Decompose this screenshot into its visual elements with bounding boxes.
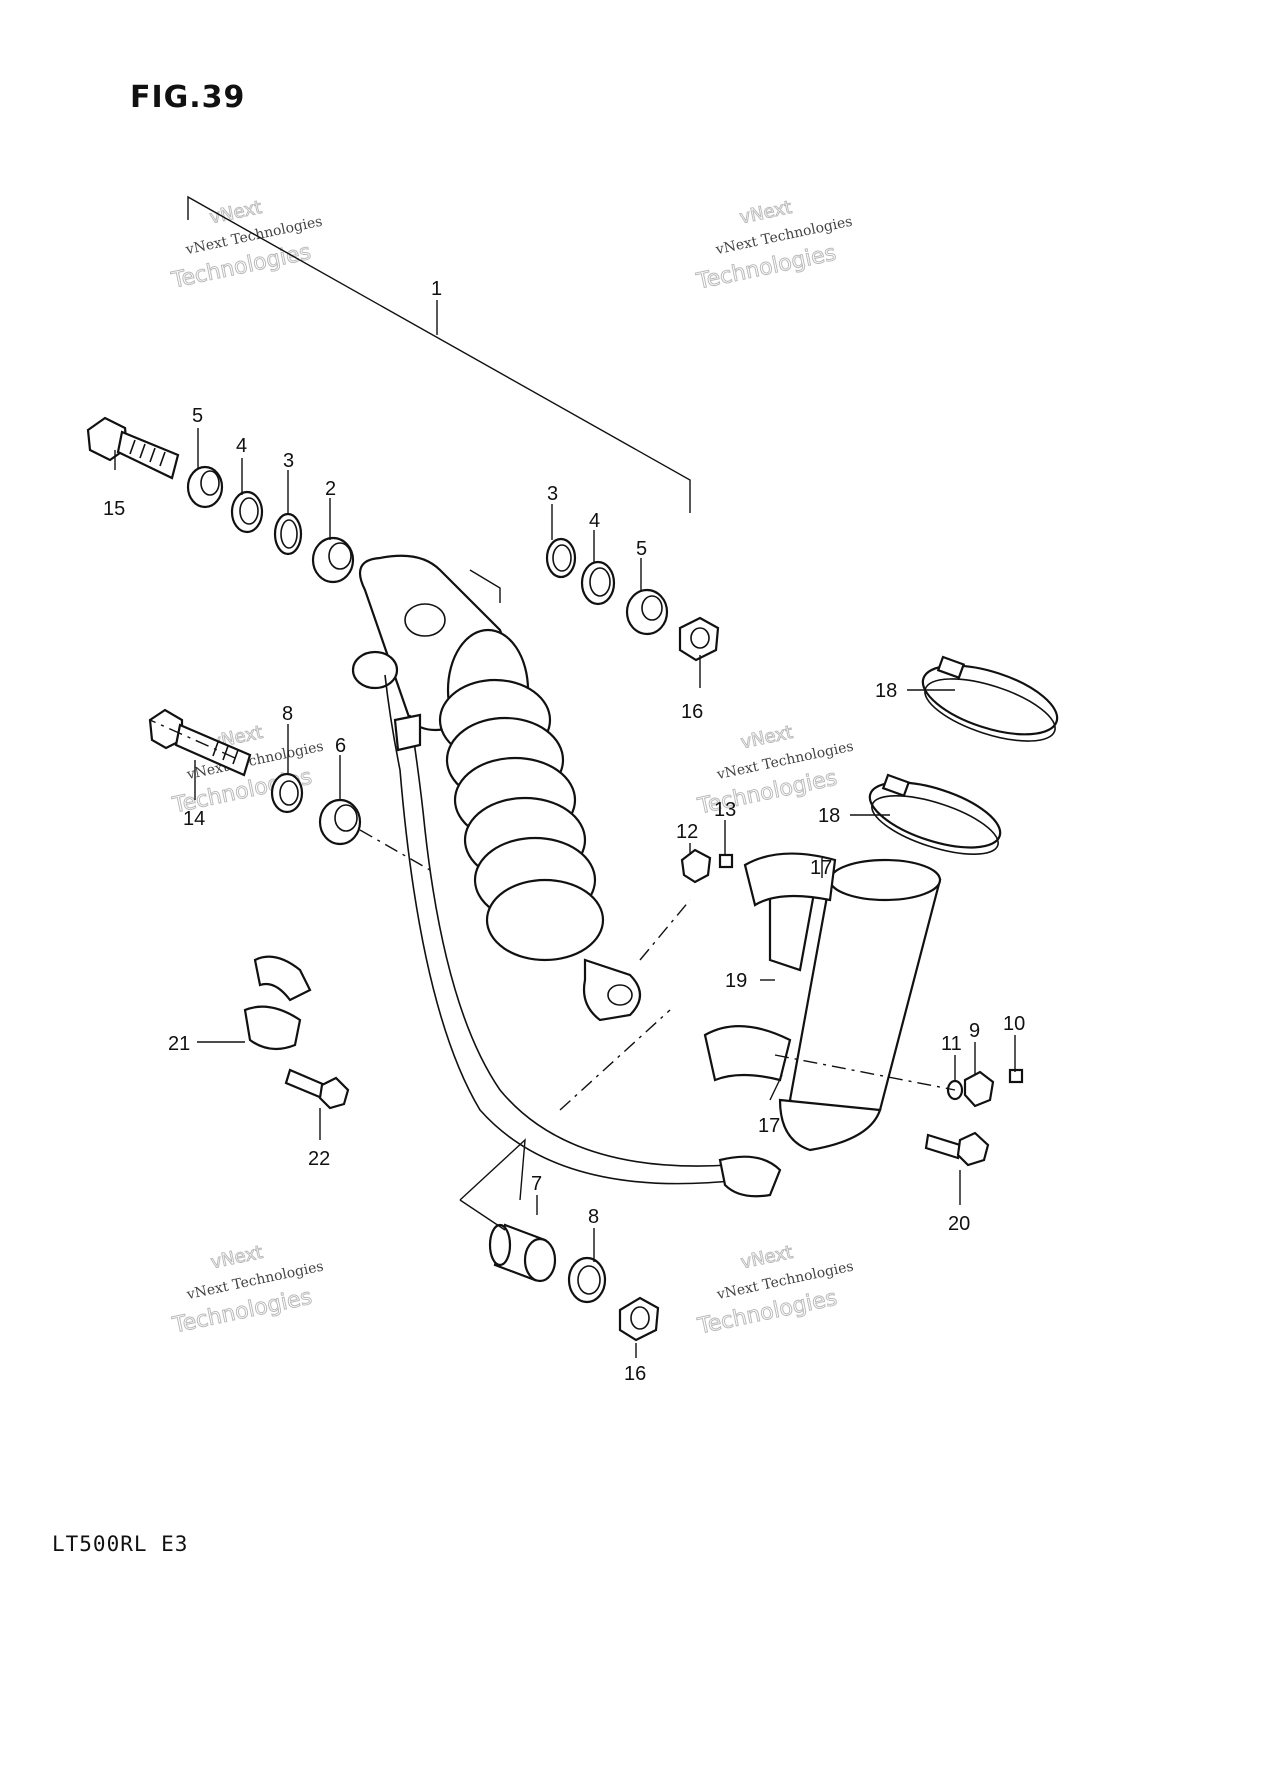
callout-3a: 3 [283, 450, 294, 472]
shock-absorber-1 [351, 554, 642, 1022]
svg-text:vNext: vNext [738, 197, 794, 228]
reservoir-19 [703, 852, 942, 1152]
nut-12 [680, 848, 712, 884]
callout-6: 6 [335, 735, 346, 757]
spacer-7 [488, 1223, 557, 1283]
reservoir-hose [384, 674, 782, 1198]
callout-8a: 8 [282, 703, 293, 725]
callout-3b: 3 [547, 483, 558, 505]
callout-1: 1 [431, 278, 442, 300]
callout-14: 14 [183, 808, 205, 830]
watermark-mid-right: vNext vNext Technologies Technologies [694, 721, 855, 820]
callout-2: 2 [325, 478, 336, 500]
callout-13: 13 [714, 799, 736, 821]
callout-18a: 18 [875, 680, 897, 702]
callout-7: 7 [531, 1173, 542, 1195]
bearing-6 [318, 798, 362, 846]
hose-clamp-18b [868, 773, 1002, 856]
oil-seal-4a [230, 490, 264, 534]
svg-text:vNext: vNext [209, 1242, 265, 1273]
hose-clamp-18a [921, 655, 1059, 742]
watermark-bottom-right: vNext vNext Technologies Technologies [694, 1241, 855, 1340]
bolt-22 [284, 1068, 350, 1110]
callout-12: 12 [676, 821, 698, 843]
callout-labels: 1 5 4 3 2 15 3 4 5 16 8 6 14 12 13 17 18… [103, 278, 1025, 1385]
svg-text:vNext: vNext [739, 722, 795, 753]
nut-16b [618, 1296, 660, 1342]
assembly-bracket-1 [187, 195, 691, 513]
callout-4b: 4 [589, 510, 600, 532]
circlip-3a [273, 512, 303, 556]
callout-16a: 16 [681, 701, 703, 723]
nut-9 [963, 1070, 995, 1108]
figure-title: FIG.39 [130, 80, 246, 115]
callout-21: 21 [168, 1033, 190, 1055]
model-code: LT500RL E3 [52, 1532, 189, 1556]
center-lines [149, 569, 956, 1231]
callout-17a: 17 [810, 857, 832, 879]
watermark-top-right: vNext vNext Technologies Technologies [693, 196, 854, 295]
bolt-14 [148, 708, 252, 777]
callout-9: 9 [969, 1020, 980, 1042]
nut-16a [678, 616, 720, 662]
callout-11: 11 [941, 1033, 962, 1055]
callout-10: 10 [1003, 1013, 1025, 1035]
bolt-15 [86, 416, 180, 480]
collar-5b [625, 588, 669, 636]
callout-16b: 16 [624, 1363, 646, 1385]
callout-18b: 18 [818, 805, 840, 827]
svg-text:vNext: vNext [739, 1242, 795, 1273]
collar-5a [186, 465, 224, 509]
callout-5a: 5 [192, 405, 203, 427]
callout-8b: 8 [588, 1206, 599, 1228]
seal-8b [567, 1256, 607, 1304]
oil-seal-4b [580, 560, 616, 606]
bearing-2 [311, 536, 355, 584]
clamp-21 [243, 955, 312, 1051]
leader-lines [114, 300, 1016, 1358]
bolt-20 [924, 1131, 990, 1167]
seal-8a [270, 772, 304, 814]
watermark-top-left: vNext vNext Technologies Technologies [168, 196, 324, 294]
screw-13 [718, 853, 734, 869]
callout-22: 22 [308, 1148, 330, 1170]
watermark-bottom-left: vNext vNext Technologies Technologies [169, 1241, 325, 1339]
callout-20: 20 [948, 1213, 970, 1235]
callout-19: 19 [725, 970, 747, 992]
callout-15: 15 [103, 498, 125, 520]
callout-5b: 5 [636, 538, 647, 560]
callout-4a: 4 [236, 435, 247, 457]
callout-17b: 17 [758, 1115, 780, 1137]
circlip-3b [545, 537, 577, 579]
screw-10 [1008, 1068, 1024, 1084]
